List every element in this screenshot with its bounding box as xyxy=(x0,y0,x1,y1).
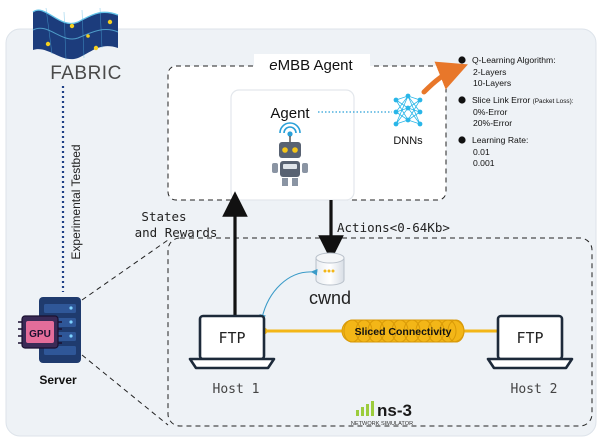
agent-label: Agent xyxy=(270,105,310,122)
param-value: 2-Layers xyxy=(473,67,506,77)
param-head-2-small: (Packet Loss): xyxy=(533,98,574,105)
testbed-label: Experimental Testbed xyxy=(69,144,83,259)
param-head-2: Slice Link Error xyxy=(472,95,533,105)
actions-label: Actions<0-64Kb> xyxy=(337,220,450,235)
ns3-logo-icon xyxy=(356,401,374,416)
param-list: Q-Learning Algorithm: 2-Layers 10-Layers… xyxy=(458,55,574,168)
param-value: 0.01 xyxy=(473,147,490,157)
fabric-logo xyxy=(32,7,119,61)
param-value: 0%-Error xyxy=(473,107,508,117)
cwnd-label: cwnd xyxy=(309,288,351,308)
agent-box-title: eMBB Agent xyxy=(269,57,353,74)
param-value: 0.001 xyxy=(473,158,495,168)
param-head-3: Learning Rate: xyxy=(472,135,528,145)
robot-icon xyxy=(272,122,308,186)
states-label-2: and Rewards xyxy=(135,225,218,240)
svg-text:Slice Link Error (Packet Loss): Slice Link Error (Packet Loss): xyxy=(472,95,574,105)
ns3-logo-text: ns-3 xyxy=(377,401,412,420)
param-value: 10-Layers xyxy=(473,78,511,88)
cwnd-host-arrow xyxy=(259,268,318,322)
param-value: 20%-Error xyxy=(473,118,512,128)
param-head-1: Q-Learning Algorithm: xyxy=(472,55,556,65)
agent-title-bg xyxy=(254,54,370,76)
host2-name: Host 2 xyxy=(511,382,558,397)
host1-app-label: FTP xyxy=(218,329,245,347)
host2-app-label: FTP xyxy=(516,329,543,347)
host1-laptop-icon xyxy=(188,314,276,370)
dnn-label: DNNs xyxy=(393,135,423,147)
cwnd-cylinder-icon xyxy=(315,252,345,286)
gpu-label: GPU xyxy=(29,329,51,340)
server-label: Server xyxy=(39,373,77,387)
projection-line-bottom xyxy=(81,354,169,426)
states-label-1: States xyxy=(141,209,186,224)
sliced-connectivity-pipe xyxy=(341,319,465,343)
host1-name: Host 1 xyxy=(213,382,260,397)
ns3-subtitle: NETWORK SIMULATOR xyxy=(351,421,413,427)
gpu-chip-icon xyxy=(18,315,62,349)
params-arrow xyxy=(421,61,468,95)
fabric-label: FABRIC xyxy=(50,63,122,84)
host2-laptop-icon xyxy=(486,314,574,370)
dnn-network-icon xyxy=(393,93,423,127)
sliced-connectivity-label: Sliced Connectivity xyxy=(355,326,452,338)
